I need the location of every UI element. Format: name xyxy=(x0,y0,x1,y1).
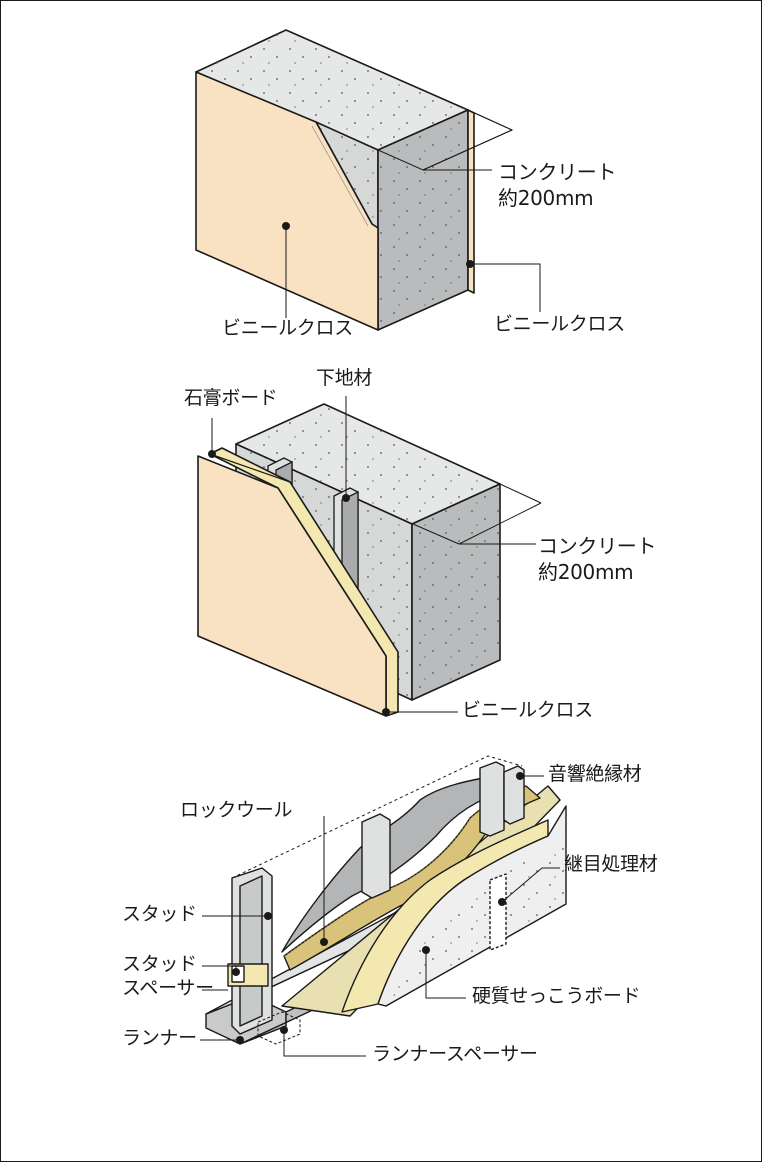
d3-hard-gypsum-marker xyxy=(422,946,430,954)
d3-studs xyxy=(231,761,525,1035)
d2-vinyl-cloth xyxy=(197,455,387,717)
d3-runner-spacer xyxy=(257,1011,301,1045)
d1-vinyl-front-marker xyxy=(282,222,290,230)
d2-label-vinyl: ビニールクロス xyxy=(462,699,593,721)
diagram1-concrete-wall xyxy=(195,29,475,331)
d2-substrate-marker xyxy=(342,494,350,502)
d3-stud-spacer-marker xyxy=(232,968,240,976)
d3-rockwool-marker xyxy=(320,938,328,946)
d1-label-thickness: 約200mm xyxy=(498,186,594,210)
d3-label-runner: ランナー xyxy=(122,1027,197,1049)
d2-vinyl-marker xyxy=(382,708,390,716)
d3-runner-spacer-marker xyxy=(280,1026,288,1034)
diagram3-partition xyxy=(205,755,567,1045)
d3-label-stud: スタッド xyxy=(122,903,197,925)
diagram3-leaders xyxy=(200,775,560,1057)
d3-acoustic-marker xyxy=(516,772,524,780)
d3-label-stud-spacer-1: スタッド xyxy=(122,953,197,975)
d3-label-hard-gypsum: 硬質せっこうボード xyxy=(472,985,641,1007)
d1-label-vinyl-side: ビニールクロス xyxy=(494,313,625,335)
d3-label-acoustic: 音響絶縁材 xyxy=(548,763,642,785)
d3-runner-marker xyxy=(236,1036,244,1044)
d3-label-joint: 継目処理材 xyxy=(564,853,658,875)
d3-label-stud-spacer-2: スペーサー xyxy=(122,977,214,999)
d3-stud-marker xyxy=(264,912,272,920)
d2-label-substrate: 下地材 xyxy=(316,367,373,389)
d2-label-concrete: コンクリート xyxy=(538,534,657,558)
d1-label-concrete: コンクリート xyxy=(498,160,617,184)
diagram1-leaders xyxy=(285,109,541,318)
d2-label-gypsum: 石膏ボード xyxy=(184,387,278,409)
d2-gypsum-marker xyxy=(208,450,216,458)
d1-label-vinyl-front: ビニールクロス xyxy=(222,317,353,339)
d3-label-runner-spacer: ランナースペーサー xyxy=(372,1043,538,1065)
d3-joint-tape xyxy=(489,873,507,951)
diagram2-leaders xyxy=(211,396,542,713)
d2-label-thickness: 約200mm xyxy=(538,560,634,584)
d3-frame-outline xyxy=(231,755,523,879)
d3-joint-marker xyxy=(498,898,506,906)
d1-vinyl-side-marker xyxy=(466,260,474,268)
d3-label-rockwool: ロックウール xyxy=(180,799,293,821)
